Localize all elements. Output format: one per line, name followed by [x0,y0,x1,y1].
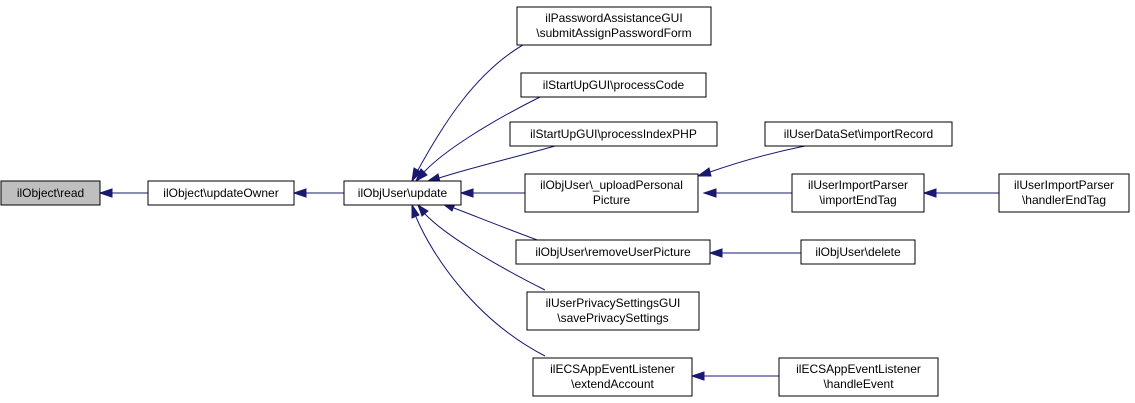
node-ilobject-read[interactable]: ilObject\read [0,180,101,206]
node-label: ilObject\updateOwner [163,186,278,200]
node-label-line1: ilPasswordAssistanceGUI [545,11,682,25]
nodes-layer: ilObject\read ilObject\updateOwner ilObj… [0,6,1130,397]
node-label-line1: ilUserImportParser [808,178,908,192]
edges-layer [98,40,999,381]
node-label-line2: \handlerEndTag [1022,193,1106,207]
node-label-line1: ilECSAppEventListener [550,362,675,376]
edge-importrecord-to-uploadpic [696,145,806,177]
node-ilobjuser-uploadpersonalpicture[interactable]: ilObjUser\_uploadPersonal Picture [524,173,699,213]
node-label: ilObject\read [17,186,84,200]
edge-removepic-to-update [441,203,541,242]
node-ilecsappeventlistener-extendaccount[interactable]: ilECSAppEventListener \extendAccount [532,357,693,397]
node-label-line1: ilObjUser\_uploadPersonal [540,178,683,192]
node-iluserprivacysettingsgui-saveprivacysettings[interactable]: ilUserPrivacySettingsGUI \savePrivacySet… [526,291,700,331]
node-label-line1: ilUserPrivacySettingsGUI [546,296,681,310]
node-label-line2: Picture [593,193,631,207]
node-label-line2: \extendAccount [571,377,654,391]
edge-pwassist-to-update [411,40,531,183]
node-label-line2: \handleEvent [823,377,894,391]
node-ilstartupgui-processcode[interactable]: ilStartUpGUI\processCode [520,72,707,98]
edge-processcode-to-update [414,96,541,183]
edge-uploadpic-to-update [459,188,525,198]
node-iluserimportparser-handlerendtag[interactable]: ilUserImportParser \handlerEndTag [998,173,1130,213]
edge-privacy-to-update [417,203,546,291]
node-ilobjuser-delete[interactable]: ilObjUser\delete [800,239,916,265]
edge-importendtag-to-uploadpic [702,188,792,198]
edge-updateowner-to-read [98,188,148,198]
node-iluserdataset-importrecord[interactable]: ilUserDataSet\importRecord [764,121,953,147]
node-label-line1: ilUserImportParser [1014,178,1114,192]
edge-handleevent-to-ecsextend [690,371,779,381]
node-label: ilStartUpGUI\processCode [543,78,685,92]
node-ilobjuser-removeuserpicture[interactable]: ilObjUser\removeUserPicture [515,239,711,265]
node-label: ilObjUser\removeUserPicture [535,245,691,259]
node-label-line2: \submitAssignPasswordForm [536,26,691,40]
node-label: ilUserDataSet\importRecord [784,127,933,141]
node-label: ilObjUser\update [358,186,448,200]
node-label: ilStartUpGUI\processIndexPHP [530,127,697,141]
node-label-line2: \importEndTag [819,193,896,207]
node-label-line1: ilECSAppEventListener [796,362,921,376]
node-iluserimportparser-importendtag[interactable]: ilUserImportParser \importEndTag [791,173,925,213]
node-label-line2: \savePrivacySettings [557,311,668,325]
node-ilstartupgui-processindexphp[interactable]: ilStartUpGUI\processIndexPHP [509,121,718,147]
edge-ecsextend-to-update [411,203,546,357]
edge-handlerendtag-to-importendtag [922,188,999,198]
edge-delete-to-removepic [708,248,801,258]
edge-update-to-updateowner [292,188,344,198]
node-ilpasswordassistancegui-submitassignpasswordform[interactable]: ilPasswordAssistanceGUI \submitAssignPas… [516,6,712,46]
node-ilecsappeventlistener-handleevent[interactable]: ilECSAppEventListener \handleEvent [778,357,939,397]
node-label: ilObjUser\delete [815,245,901,259]
node-ilobjuser-update[interactable]: ilObjUser\update [343,180,462,206]
node-ilobject-updateowner[interactable]: ilObject\updateOwner [147,180,295,206]
